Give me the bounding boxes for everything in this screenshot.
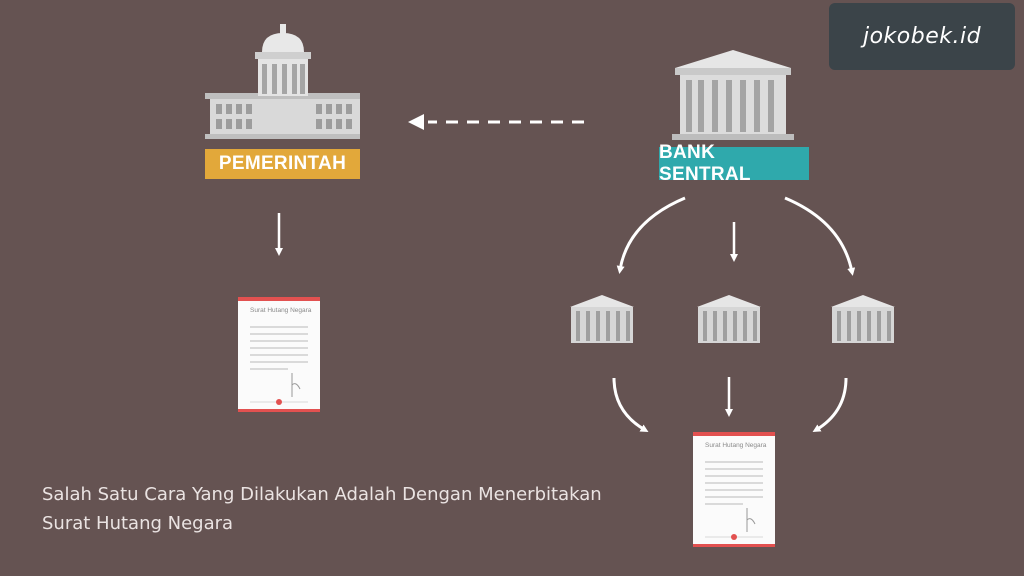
- document-lines: [705, 461, 763, 540]
- caption: Salah Satu Cara Yang Dilakukan Adalah De…: [42, 480, 662, 538]
- central-bank-building-icon: [672, 50, 794, 140]
- commercial-bank-middle-icon: [697, 295, 761, 343]
- government-bond-document-left: Surat Hutang Negara: [238, 297, 320, 412]
- document-lines: [250, 326, 308, 405]
- caption-line-2: Surat Hutang Negara: [42, 513, 234, 534]
- government-building-icon: [205, 24, 360, 139]
- document-title: Surat Hutang Negara: [705, 442, 767, 449]
- government-label: PEMERINTAH: [205, 149, 360, 179]
- arrow-left-bank-to-document: [612, 377, 649, 433]
- commercial-bank-right-icon: [831, 295, 895, 343]
- commercial-bank-left-icon: [570, 295, 634, 343]
- dashed-arrow-bank-to-government: [408, 114, 584, 130]
- caption-line-1: Salah Satu Cara Yang Dilakukan Adalah De…: [42, 484, 602, 505]
- central-bank-label: BANK SENTRAL: [659, 142, 809, 185]
- watermark: jokobek.id: [829, 3, 1015, 70]
- arrow-right-bank-to-document: [812, 377, 848, 433]
- arrow-bank-to-left-bank: [616, 196, 686, 274]
- arrow-bank-to-right-bank: [784, 196, 856, 276]
- government-bond-document-right: Surat Hutang Negara: [693, 432, 775, 547]
- document-title: Surat Hutang Negara: [250, 307, 312, 314]
